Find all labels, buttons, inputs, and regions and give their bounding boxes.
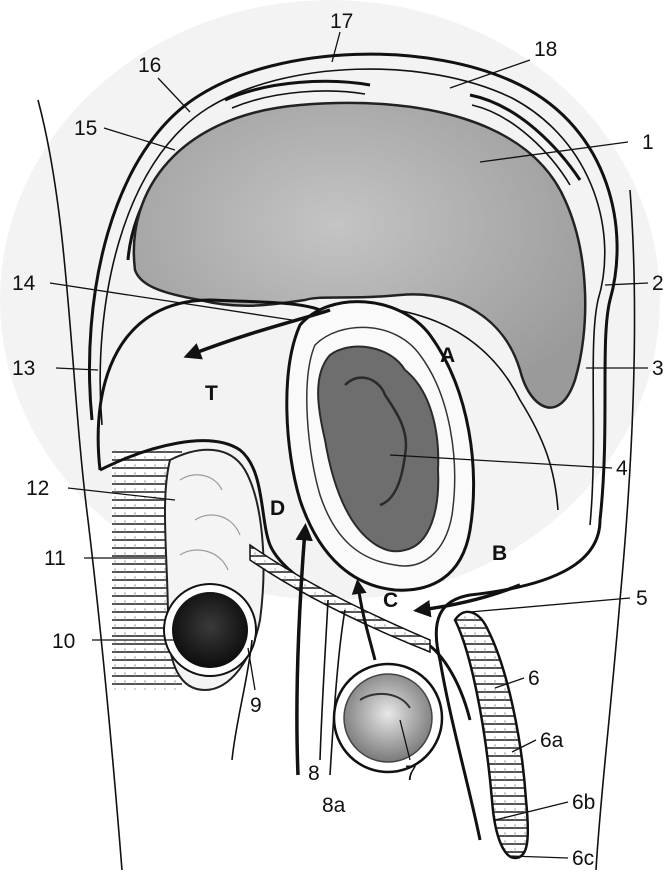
label-16: 16 <box>138 54 161 77</box>
flow-label-C: C <box>383 589 398 612</box>
label-3: 3 <box>652 357 664 380</box>
label-14: 14 <box>12 272 36 295</box>
bulb <box>344 674 432 762</box>
flow-label-A: A <box>440 344 455 367</box>
label-6b: 6b <box>572 791 595 814</box>
label-12: 12 <box>26 477 49 500</box>
flow-label-B: B <box>492 542 507 565</box>
label-1: 1 <box>642 131 654 154</box>
label-2: 2 <box>652 272 664 295</box>
label-17: 17 <box>330 10 353 33</box>
dark-mass <box>172 592 248 668</box>
flow-label-D: D <box>270 497 285 520</box>
flow-label-T: T <box>205 382 218 405</box>
label-8a: 8a <box>322 794 346 817</box>
label-11: 11 <box>44 547 66 570</box>
label-9: 9 <box>250 694 262 717</box>
label-15: 15 <box>74 117 97 140</box>
label-8: 8 <box>308 762 320 785</box>
label-10: 10 <box>52 630 75 653</box>
label-4: 4 <box>616 457 628 480</box>
label-13: 13 <box>12 357 35 380</box>
label-6a: 6a <box>540 729 564 752</box>
label-5: 5 <box>636 587 648 610</box>
label-6: 6 <box>528 667 540 690</box>
label-18: 18 <box>534 38 557 61</box>
label-6c: 6c <box>572 847 594 870</box>
label-7: 7 <box>405 762 417 785</box>
